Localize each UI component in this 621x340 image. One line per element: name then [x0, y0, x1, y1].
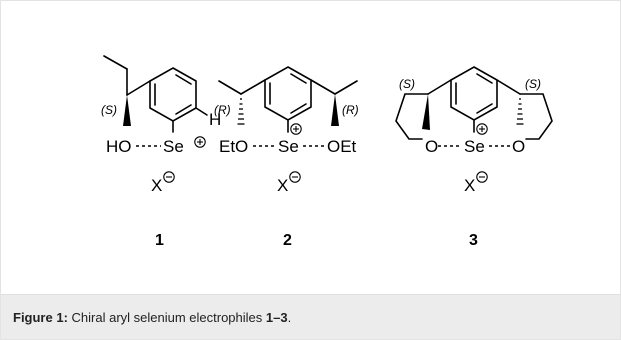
caption-range-end: 3 — [280, 310, 288, 325]
compound-1-hydroxyl-label: HO — [106, 137, 132, 156]
caption-range-dash: – — [273, 310, 281, 325]
compound-3-right-oxygen-label: O — [512, 137, 525, 156]
caption-body: Chiral aryl selenium electrophiles — [71, 310, 266, 325]
compound-3-right-stereo-label: (S) — [525, 77, 541, 91]
figure-caption: Figure 1: Chiral aryl selenium electroph… — [13, 310, 291, 325]
compound-1-selenium-label: Se — [163, 137, 184, 156]
compound-2-right-stereo-label: (R) — [342, 103, 359, 117]
compound-1-counterion-label: X — [151, 176, 162, 195]
compound-3-structure — [395, 66, 553, 147]
compound-1-number: 1 — [155, 232, 164, 249]
caption-range-start: 1 — [265, 310, 274, 325]
compound-2-left-stereo-label: (R) — [214, 103, 231, 117]
compound-2-plus-charge-icon — [290, 123, 302, 135]
compound-3-selenium-label: Se — [464, 137, 485, 156]
caption-figure-label: Figure 1: — [13, 310, 68, 325]
compound-2-counterion-label: X — [277, 176, 288, 195]
compound-1-structure — [103, 55, 208, 147]
compound-1-minus-charge-icon — [163, 171, 175, 183]
compound-2-left-ethoxy-label: EtO — [219, 137, 248, 156]
compound-1-plus-charge-icon — [194, 136, 206, 148]
compound-1-stereo-label: (S) — [101, 103, 117, 117]
compound-3-left-oxygen-label: O — [425, 137, 438, 156]
compound-1-hydrogen-label: H — [209, 110, 221, 129]
compound-2-number: 2 — [283, 232, 292, 249]
compound-3-minus-charge-icon — [476, 171, 488, 183]
compound-3-plus-charge-icon — [476, 123, 488, 135]
compound-2-selenium-label: Se — [278, 137, 299, 156]
compound-2-structure — [218, 66, 358, 147]
compound-3-number: 3 — [469, 232, 478, 249]
caption-end: . — [287, 310, 292, 325]
compound-3-left-stereo-label: (S) — [399, 77, 415, 91]
figure-caption-bar: Figure 1: Chiral aryl selenium electroph… — [1, 294, 620, 339]
compound-2-minus-charge-icon — [289, 171, 301, 183]
compound-3-counterion-label: X — [464, 176, 475, 195]
chemical-structures-figure: (S) HO Se H X 1 — [101, 55, 553, 249]
compound-2-right-ethoxy-label: OEt — [327, 137, 357, 156]
